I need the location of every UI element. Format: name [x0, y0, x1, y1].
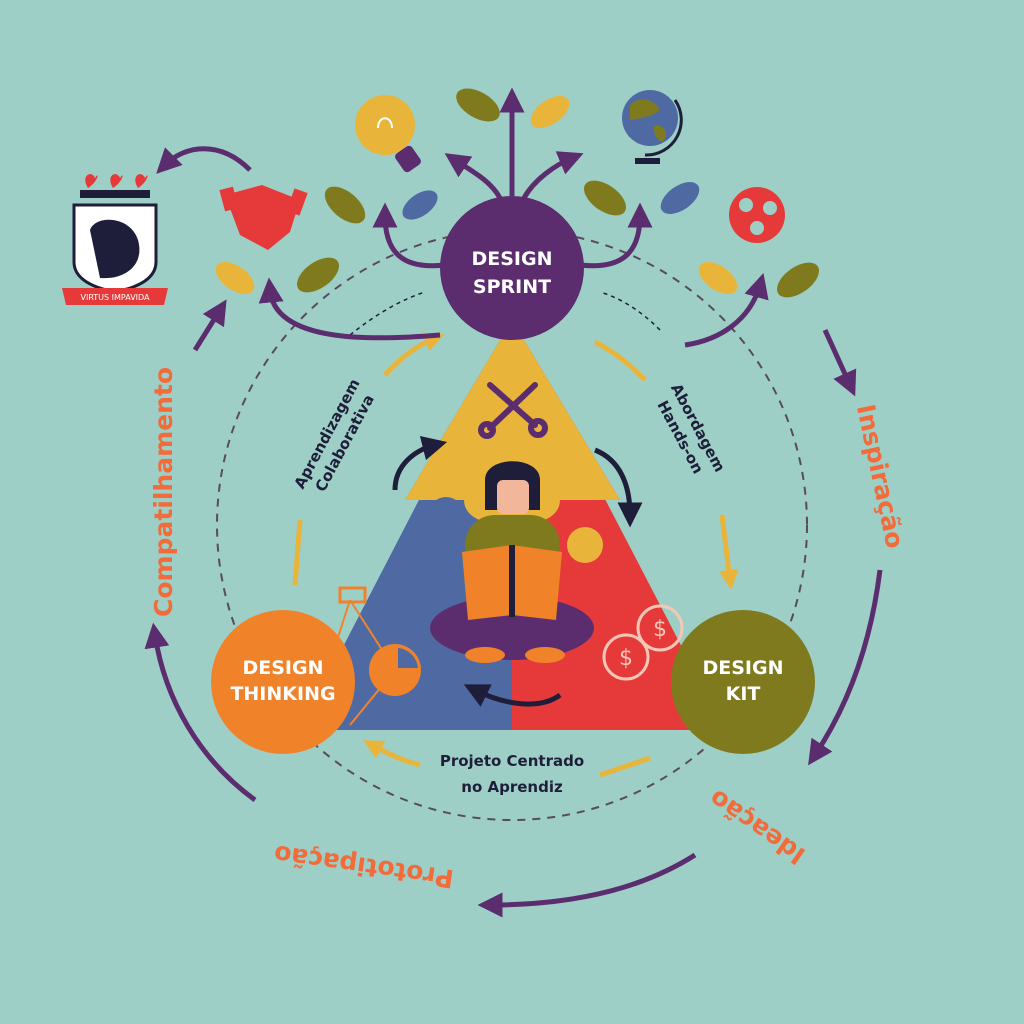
leaf-icon [296, 257, 340, 293]
dashed-cycle-ring [216, 229, 808, 821]
logo-motto: VIRTUS IMPAVIDA [80, 293, 150, 302]
leaf-icon [660, 182, 700, 214]
pie-chart-icon [369, 644, 421, 696]
hub-design-sprint[interactable]: DESIGN SPRINT [440, 196, 584, 340]
puzzle-piece-yellow [405, 320, 620, 523]
leaf-icon [530, 96, 570, 128]
label-aprendizagem-colaborativa: Aprendizagem Colaborativa [290, 376, 377, 495]
label-prototipacao: Prototipação [272, 839, 455, 893]
leaf-icon [215, 262, 255, 294]
label-projeto-centrado: Projeto Centrado no Aprendiz [440, 752, 584, 796]
label-inspiracao: Inspiração [851, 402, 910, 551]
cycle-arrow-bottom [463, 684, 562, 707]
hub-kit-line1: DESIGN [702, 657, 783, 679]
hub-design-thinking[interactable]: DESIGN THINKING [211, 610, 355, 754]
cycle-arrow-left [392, 435, 448, 491]
hub-thinking-line1: DESIGN [242, 657, 323, 679]
cycle-arrow-right [593, 447, 643, 528]
leaf-icon [402, 190, 438, 220]
leaf-icon [776, 262, 820, 298]
label-ideacao: Ideação [704, 784, 811, 871]
leaf-icon [324, 186, 366, 224]
svg-text:$: $ [619, 646, 633, 671]
hub-sprint-line1: DESIGN [471, 248, 552, 270]
handshake-icon [219, 185, 308, 250]
leaf-icons [215, 88, 820, 298]
hub-design-kit[interactable]: DESIGN KIT [671, 610, 815, 754]
outer-cycle-arrows [144, 299, 883, 918]
label-compartilhamento: Compatilhamento [149, 367, 178, 617]
tools-icon [478, 382, 548, 439]
reading-person-illustration [430, 461, 594, 663]
coins-icon: $ $ [602, 604, 684, 681]
yellow-segment-right [593, 339, 647, 382]
yellow-arrow-to-thinking [363, 740, 421, 768]
svg-text:Projeto Centrado: Projeto Centrado [440, 752, 584, 770]
yellow-arrow-to-kit [718, 514, 739, 590]
leaf-icon [456, 88, 500, 122]
circular-emblem-icon [729, 187, 785, 243]
lightbulb-icon [355, 95, 421, 173]
bar-chart-icon [338, 586, 367, 604]
svg-text:no Aprendiz: no Aprendiz [461, 778, 563, 796]
yellow-arrow-to-sprint [383, 332, 445, 377]
leaf-icon [698, 262, 738, 294]
hub-sprint-line2: SPRINT [473, 276, 551, 298]
label-abordagem-hands-on: Abordagem Hands-on [654, 381, 729, 477]
leaf-icon [583, 180, 627, 216]
yellow-segment-bottom [599, 755, 651, 778]
university-logo: VIRTUS IMPAVIDA [62, 174, 168, 305]
globe-icon [622, 90, 683, 164]
yellow-segment-left [292, 519, 303, 586]
hub-kit-line2: KIT [726, 683, 761, 705]
sprint-branch-arrows [156, 87, 769, 348]
svg-text:$: $ [653, 617, 667, 642]
hub-thinking-line2: THINKING [230, 683, 335, 705]
